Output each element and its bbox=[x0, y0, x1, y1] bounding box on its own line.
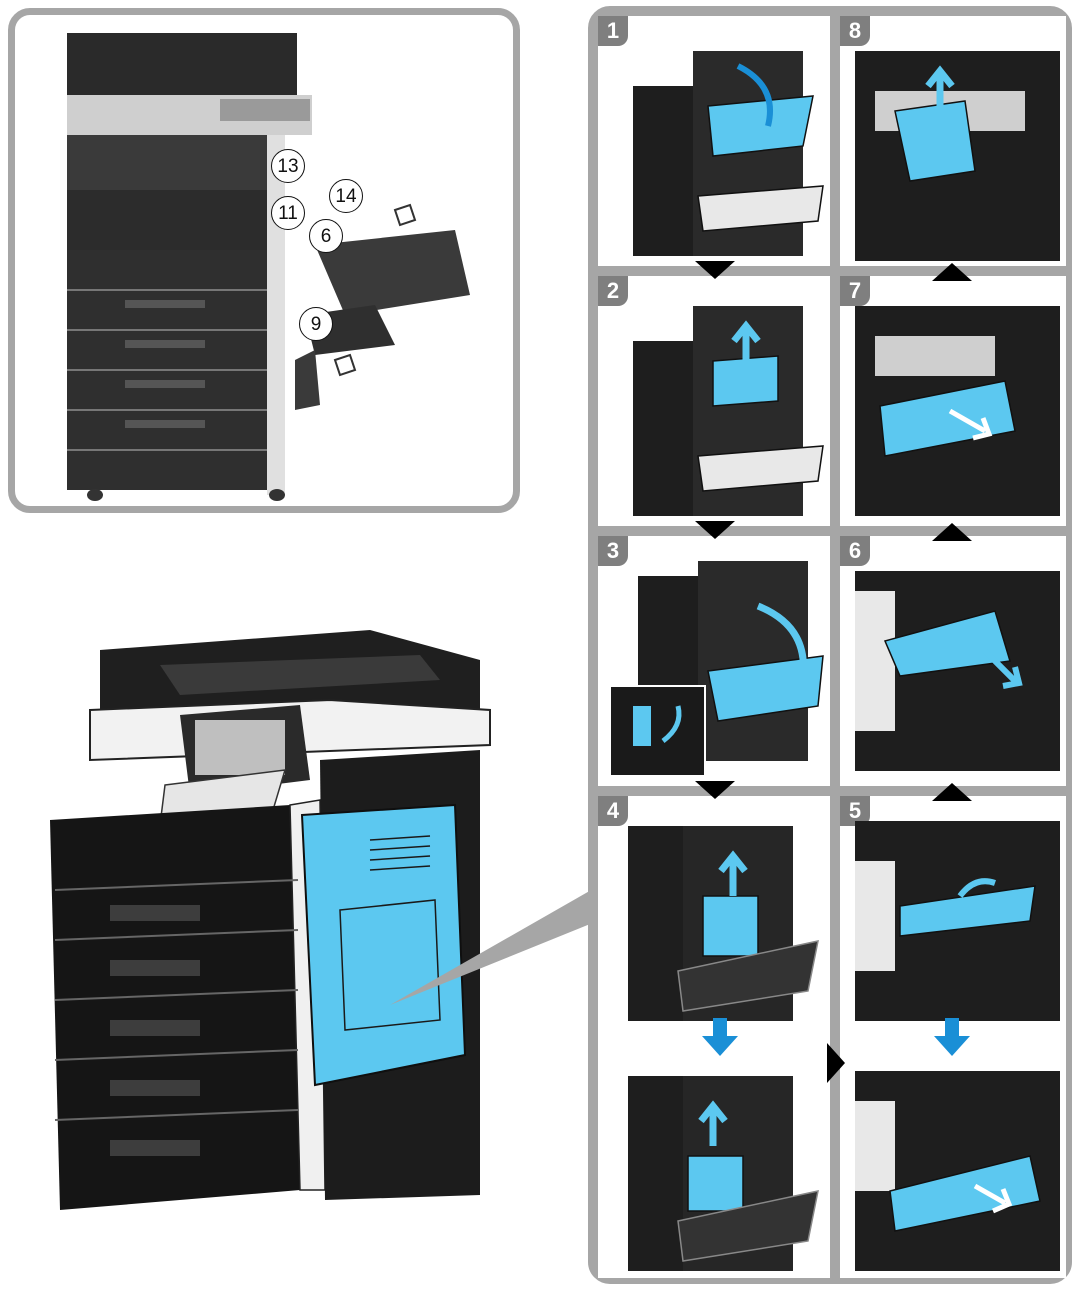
step-8-badge: 8 bbox=[840, 16, 870, 46]
callout-6: 6 bbox=[309, 219, 343, 253]
callout-14: 14 bbox=[329, 179, 363, 213]
step-5b-illustration bbox=[855, 1071, 1060, 1271]
step-2-badge: 2 bbox=[598, 276, 628, 306]
steps-panel: 1 2 3 4 bbox=[588, 6, 1072, 1284]
flow-up-arrow-icon bbox=[932, 783, 972, 803]
step-2-cell: 2 bbox=[598, 276, 830, 526]
flow-down-arrow-icon bbox=[932, 1018, 972, 1058]
main-copier-illustration bbox=[40, 610, 600, 1240]
flow-up-arrow-icon bbox=[932, 523, 972, 543]
flow-right-arrow-icon bbox=[827, 1043, 847, 1083]
step-8-illustration bbox=[855, 51, 1060, 261]
step-3-illustration bbox=[608, 556, 828, 781]
callout-9: 9 bbox=[299, 307, 333, 341]
overview-machine-illustration bbox=[15, 15, 513, 506]
step-3-cell: 3 bbox=[598, 536, 830, 786]
step-6-cell: 6 bbox=[840, 536, 1066, 786]
step-1-badge: 1 bbox=[598, 16, 628, 46]
flow-up-arrow-icon bbox=[932, 263, 972, 283]
step-2-illustration bbox=[628, 301, 828, 521]
flow-down-arrow-icon bbox=[695, 261, 735, 281]
step-4a-illustration bbox=[623, 821, 823, 1021]
flow-down-arrow-icon bbox=[695, 521, 735, 541]
callout-11: 11 bbox=[271, 196, 305, 230]
flow-down-arrow-icon bbox=[700, 1018, 740, 1058]
step-1-illustration bbox=[628, 46, 828, 261]
overview-panel: 13 14 11 6 9 bbox=[8, 8, 520, 513]
step-4b-illustration bbox=[623, 1071, 823, 1271]
step-6-illustration bbox=[855, 571, 1060, 771]
step-5a-illustration bbox=[855, 821, 1060, 1021]
step-7-cell: 7 bbox=[840, 276, 1066, 526]
step-8-cell: 8 bbox=[840, 16, 1066, 266]
step-7-badge: 7 bbox=[840, 276, 870, 306]
flow-down-arrow-icon bbox=[695, 781, 735, 801]
step-1-cell: 1 bbox=[598, 16, 830, 266]
step-6-badge: 6 bbox=[840, 536, 870, 566]
step-7-illustration bbox=[855, 306, 1060, 516]
callout-13: 13 bbox=[271, 149, 305, 183]
